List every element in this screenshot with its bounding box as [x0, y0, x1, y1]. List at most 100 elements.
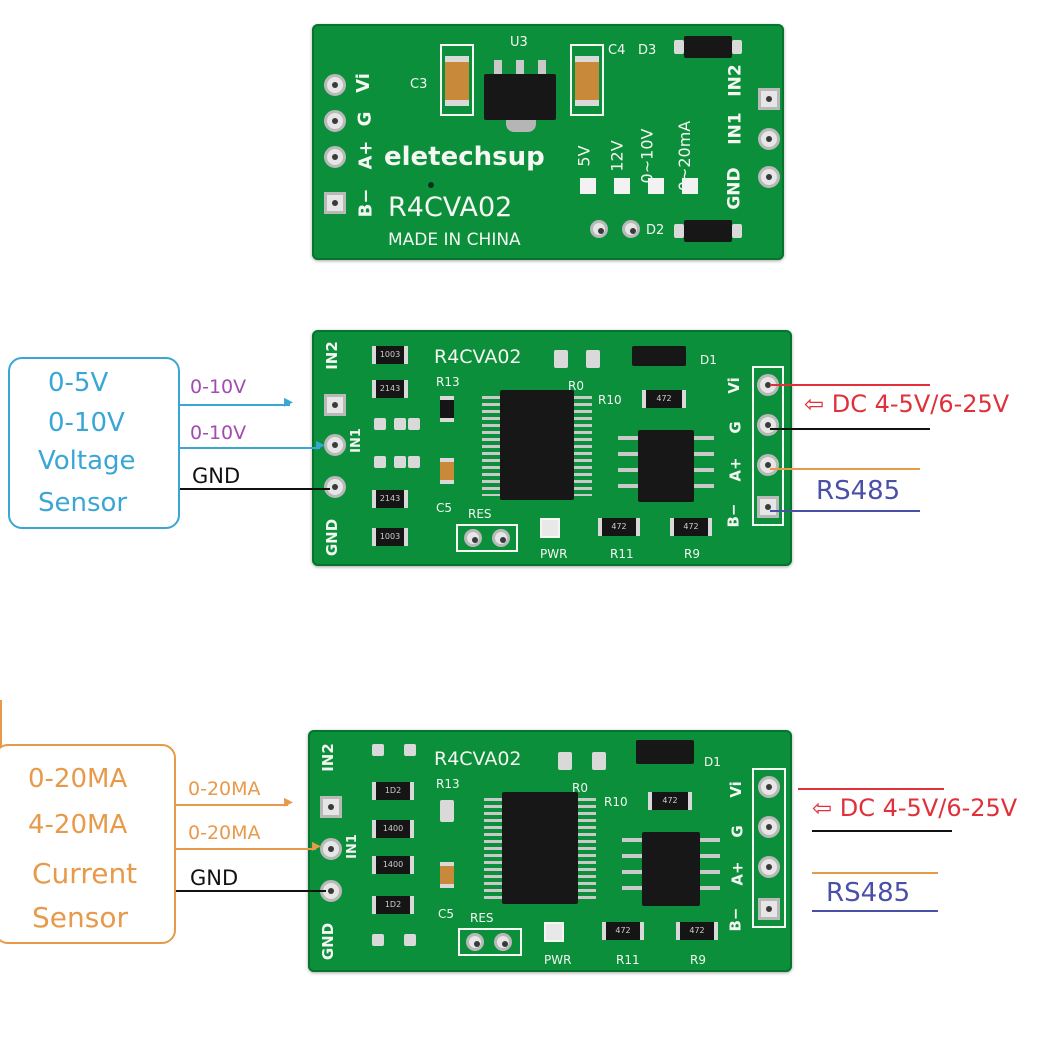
rs485-ic-pins-right — [694, 436, 714, 498]
ref-c5: C5 — [438, 907, 455, 921]
c3-capacitor — [445, 56, 469, 106]
current-wire-in2 — [176, 804, 288, 806]
arrow-icon: ▸ — [284, 791, 294, 812]
voltage-wire-label-gnd: GND — [192, 464, 241, 488]
resistor-r11: 472 — [598, 518, 640, 536]
d3-pad — [732, 40, 742, 54]
pad-b-minus — [757, 496, 779, 518]
res-hole — [492, 529, 510, 547]
ref-r13: R13 — [436, 777, 460, 791]
smd-pad — [374, 418, 386, 430]
d2-pad — [732, 224, 742, 238]
jumper-pad — [580, 178, 596, 194]
current-sensor-line-4: Sensor — [32, 901, 128, 934]
voltage-wire-in2 — [180, 404, 290, 406]
current-wire-gnd — [176, 890, 326, 892]
input-label-gnd: GND — [724, 167, 745, 210]
current-wire-vi — [798, 788, 944, 790]
pad-in1 — [320, 838, 342, 860]
resistor-r10: 472 — [648, 792, 692, 810]
d2-pad — [674, 224, 684, 238]
right-label-g: G — [726, 421, 745, 434]
left-label-in1: IN1 — [348, 428, 364, 453]
right-header — [752, 366, 784, 526]
pin-label-g: G — [354, 111, 376, 127]
ref-d3: D3 — [638, 43, 657, 58]
ref-res: RES — [470, 911, 494, 925]
ref-d1: D1 — [700, 353, 717, 367]
voltage-wire-a-plus — [770, 468, 920, 470]
diode-d1 — [636, 740, 694, 764]
resistor-r9: 472 — [676, 922, 718, 940]
current-wire-label-in2: 0-20MA — [188, 778, 261, 800]
test-hole — [590, 220, 608, 238]
pad-vi — [758, 776, 780, 798]
model-label: R4CVA02 — [434, 748, 522, 770]
pad-g — [324, 110, 346, 132]
current-power-text: DC 4-5V/6-25V — [839, 794, 1018, 822]
brand-label: eletechsup — [384, 142, 545, 172]
u3-pin — [494, 60, 502, 74]
d3-pad — [674, 40, 684, 54]
smd-pad — [372, 744, 384, 756]
pad-in2 — [324, 394, 346, 416]
smd-pad — [374, 456, 386, 468]
current-wire-b-minus — [812, 910, 938, 912]
resistor-r10: 472 — [642, 390, 686, 408]
voltage-power-text: DC 4-5V/6-25V — [831, 390, 1010, 418]
pad-in1 — [758, 128, 780, 150]
res-header — [458, 928, 522, 956]
ref-r0: R0 — [572, 781, 588, 795]
u3-pin — [516, 60, 524, 74]
resistor-1400: 1400 — [372, 820, 414, 838]
model-label: R4CVA02 — [434, 346, 522, 368]
jumper-label-0-10v: 0~10V — [637, 128, 657, 184]
arrow-left-icon: ⇦ — [812, 794, 840, 822]
d2-diode — [684, 220, 732, 242]
smd-pad — [408, 456, 420, 468]
board-voltage: IN2 IN1 GND 1003 2143 2143 1003 R4CVA02 … — [312, 330, 792, 566]
u3-pin — [538, 60, 546, 74]
board-current: IN2 IN1 GND 1D2 1400 1400 1D2 R4CVA02 R1… — [308, 730, 792, 972]
rs485-ic-pins-left — [618, 436, 638, 498]
left-label-in1: IN1 — [344, 834, 360, 859]
ref-u3: U3 — [510, 35, 528, 50]
diode-d1 — [632, 346, 686, 366]
res-header — [456, 524, 518, 552]
current-power-label: ⇦ DC 4-5V/6-25V — [812, 796, 1017, 820]
made-in-label: MADE IN CHINA — [388, 230, 521, 250]
ref-d2: D2 — [646, 223, 665, 238]
pad-b-minus — [758, 898, 780, 920]
smd-pad — [592, 752, 606, 770]
res-hole — [466, 933, 484, 951]
pin-label-b-minus: B− — [355, 188, 377, 218]
main-ic — [500, 390, 574, 500]
pwr-led — [540, 518, 560, 538]
arrow-icon: ▸ — [312, 835, 322, 856]
voltage-wire-in1 — [180, 447, 320, 449]
c4-capacitor — [575, 56, 599, 106]
left-label-in2: IN2 — [322, 341, 341, 370]
voltage-wire-g — [770, 428, 930, 430]
ref-r11: R11 — [616, 953, 640, 967]
resistor-r13 — [440, 396, 454, 422]
resistor-r11: 472 — [602, 922, 644, 940]
resistor-1d2: 1D2 — [372, 782, 414, 800]
right-label-vi: Vi — [724, 377, 743, 394]
u3-regulator — [484, 74, 556, 120]
resistor-1003: 1003 — [372, 528, 408, 546]
model-label: R4CVA02 — [388, 192, 513, 223]
resistor-2143: 2143 — [372, 490, 408, 508]
smd-pad — [558, 752, 572, 770]
pad-gnd — [324, 476, 346, 498]
smd-pad — [440, 800, 454, 822]
ref-c3: C3 — [410, 77, 428, 92]
ref-c5: C5 — [436, 501, 453, 515]
current-sensor-box — [0, 744, 176, 944]
pad-gnd — [758, 166, 780, 188]
resistor-1400: 1400 — [372, 856, 414, 874]
current-wire-g — [812, 830, 952, 832]
ref-pwr: PWR — [544, 953, 572, 967]
right-label-a-plus: A+ — [728, 861, 747, 886]
jumper-label-5v: 5V — [574, 145, 594, 167]
